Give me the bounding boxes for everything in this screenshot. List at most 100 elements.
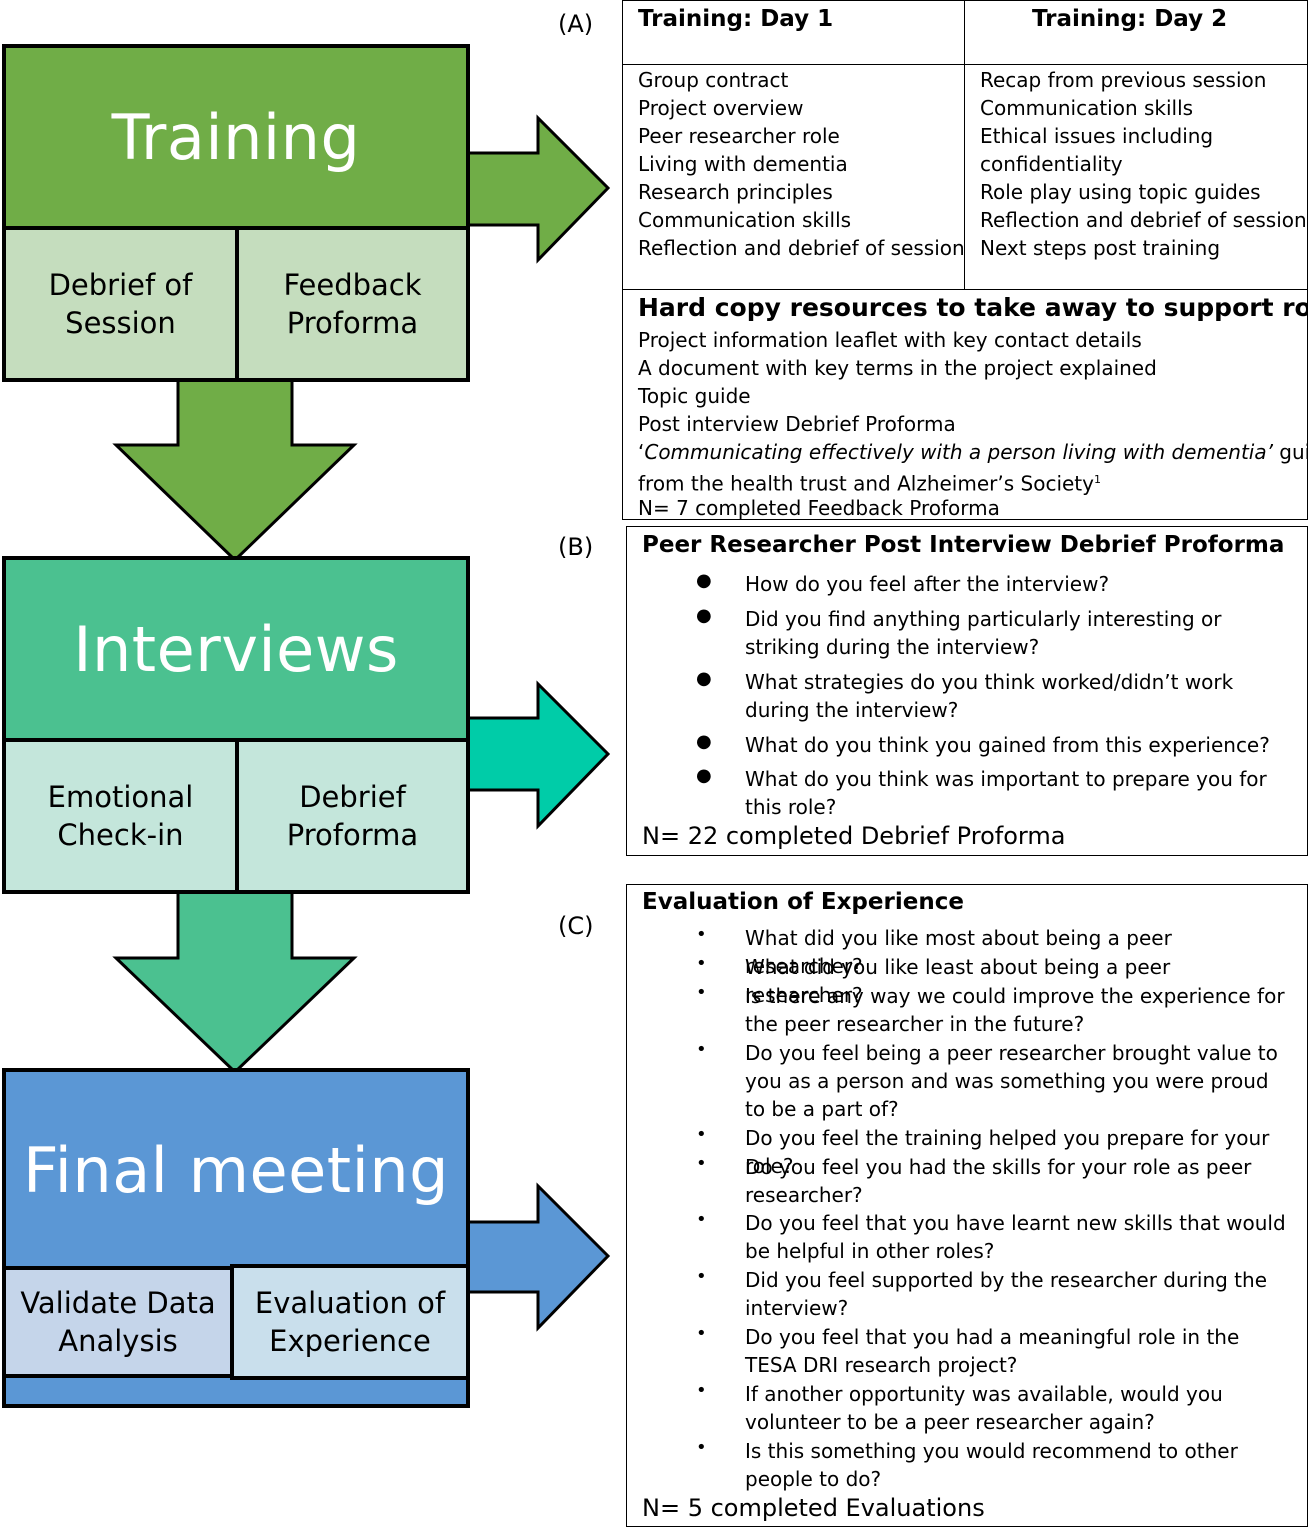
training-title-box: Training (2, 44, 470, 230)
final-right-line2: Experience (269, 1324, 431, 1358)
panel-a-col-divider (964, 0, 965, 290)
right-arrow-c (466, 1182, 611, 1332)
final-title: Final meeting (23, 1133, 449, 1207)
panel-a (622, 0, 1308, 520)
bullet-icon: • (696, 1323, 707, 1344)
bullet-icon: • (696, 1437, 707, 1458)
interviews-left-line2: Check-in (57, 818, 184, 852)
bullet-icon: ● (696, 570, 712, 591)
interviews-title: Interviews (73, 612, 399, 686)
day2-item: Communication skills (980, 96, 1194, 120)
resource-guide-line1: ‘Communicating effectively with a person… (638, 438, 1308, 466)
interviews-title-box: Interviews (2, 556, 470, 742)
day2-item: Role play using topic guides (980, 180, 1261, 204)
bullet-icon: • (696, 1039, 707, 1060)
final-left-line1: Validate Data (20, 1286, 216, 1320)
bullet-icon: • (696, 1153, 707, 1174)
bullet-icon: • (696, 1124, 707, 1145)
day2-item: Next steps post training (980, 236, 1221, 260)
panel-b-heading: Peer Researcher Post Interview Debrief P… (642, 532, 1285, 558)
final-left-line2: Analysis (58, 1324, 178, 1358)
debrief-question: What do you think was important to prepa… (745, 767, 1267, 819)
day2-heading: Training: Day 2 (1032, 6, 1228, 32)
interviews-right-line2: Proforma (286, 818, 419, 852)
training-feedback-box: Feedback Proforma (235, 226, 470, 382)
day2-item: Recap from previous session (980, 68, 1267, 92)
feedback-count: N= 7 completed Feedback Proforma (638, 496, 1000, 520)
training-left-line1: Debrief of (48, 268, 193, 302)
final-title-box: Final meeting (2, 1068, 470, 1268)
training-right-line2: Proforma (286, 306, 419, 340)
bullet-icon: ● (696, 668, 712, 689)
label-c: (C) (558, 912, 594, 940)
debrief-question: How do you feel after the interview? (745, 572, 1110, 596)
training-title: Training (111, 100, 361, 174)
label-a: (A) (558, 10, 594, 38)
final-evaluation-box: Evaluation of Experience (230, 1264, 470, 1380)
interviews-checkin-box: Emotional Check-in (2, 738, 239, 894)
down-arrow-2 (112, 890, 358, 1075)
training-right-line1: Feedback (283, 268, 422, 302)
evaluation-question: Do you feel you had the skills for your … (745, 1155, 1252, 1207)
resource-item: A document with key terms in the project… (638, 356, 1157, 380)
bullet-icon: ● (696, 765, 712, 786)
evaluation-question: Do you feel the training helped you prep… (745, 1126, 1270, 1178)
bullet-icon: ● (696, 605, 712, 626)
evaluation-question: Is there any way we could improve the ex… (745, 984, 1285, 1036)
resource-item: Project information leaflet with key con… (638, 328, 1142, 352)
day1-heading: Training: Day 1 (638, 6, 834, 32)
resources-heading: Hard copy resources to take away to supp… (638, 293, 1308, 322)
training-left-line2: Session (65, 306, 176, 340)
debrief-question: What strategies do you think worked/didn… (745, 670, 1234, 722)
evaluation-count: N= 5 completed Evaluations (642, 1494, 985, 1522)
day1-item: Living with dementia (638, 152, 848, 176)
evaluation-question: If another opportunity was available, wo… (745, 1382, 1223, 1434)
resource-guide-line2: from the health trust and Alzheimer’s So… (638, 466, 1101, 498)
day1-item: Group contract (638, 68, 789, 92)
guide-tail: guide (1279, 440, 1308, 464)
day1-item: Research principles (638, 180, 833, 204)
panel-c (626, 884, 1308, 1527)
bullet-icon: • (696, 982, 707, 1003)
bullet-icon: • (696, 953, 707, 974)
resource-item: Topic guide (638, 384, 751, 408)
interviews-debrief-box: Debrief Proforma (235, 738, 470, 894)
evaluation-question: Do you feel that you have learnt new ski… (745, 1211, 1286, 1263)
debrief-count: N= 22 completed Debrief Proforma (642, 822, 1066, 850)
day2-item: Reflection and debrief of session (980, 208, 1307, 232)
evaluation-question: Do you feel that you had a meaningful ro… (745, 1325, 1240, 1377)
guide-title: Communicating effectively with a person … (644, 440, 1273, 464)
bullet-icon: • (696, 1380, 707, 1401)
day2-item: Ethical issues including (980, 124, 1214, 148)
debrief-question: Did you find anything particularly inter… (745, 607, 1222, 659)
interviews-right-line1: Debrief (299, 780, 406, 814)
interviews-left-line1: Emotional (47, 780, 194, 814)
day1-item: Communication skills (638, 208, 852, 232)
evaluation-question: Did you feel supported by the researcher… (745, 1268, 1268, 1320)
day1-item: Project overview (638, 96, 804, 120)
guide-open-quote: ‘ (638, 440, 645, 464)
training-debrief-box: Debrief of Session (2, 226, 239, 382)
panel-a-header-rule (622, 64, 1308, 65)
evaluation-question: Is this something you would recommend to… (745, 1439, 1238, 1491)
right-arrow-b (466, 680, 611, 830)
day1-item: Reflection and debrief of session (638, 236, 965, 260)
evaluation-question: What did you like least about being a pe… (745, 955, 1171, 1007)
panel-a-table-rule (622, 289, 1308, 290)
bullet-icon: • (696, 1209, 707, 1230)
panel-c-heading: Evaluation of Experience (642, 889, 964, 915)
evaluation-question: What did you like most about being a pee… (745, 926, 1172, 978)
bullet-icon: • (696, 924, 707, 945)
final-validate-box: Validate Data Analysis (2, 1266, 234, 1378)
day1-item: Peer researcher role (638, 124, 840, 148)
debrief-question: What do you think you gained from this e… (745, 733, 1270, 757)
resource-item: Post interview Debrief Proforma (638, 412, 956, 436)
day2-item: confidentiality (980, 152, 1123, 176)
evaluation-question: Do you feel being a peer researcher brou… (745, 1041, 1278, 1121)
bullet-icon: ● (696, 731, 712, 752)
right-arrow-a (466, 114, 611, 264)
guide-footnote: 1 (1093, 473, 1101, 486)
bullet-icon: • (696, 1266, 707, 1287)
label-b: (B) (558, 533, 594, 561)
